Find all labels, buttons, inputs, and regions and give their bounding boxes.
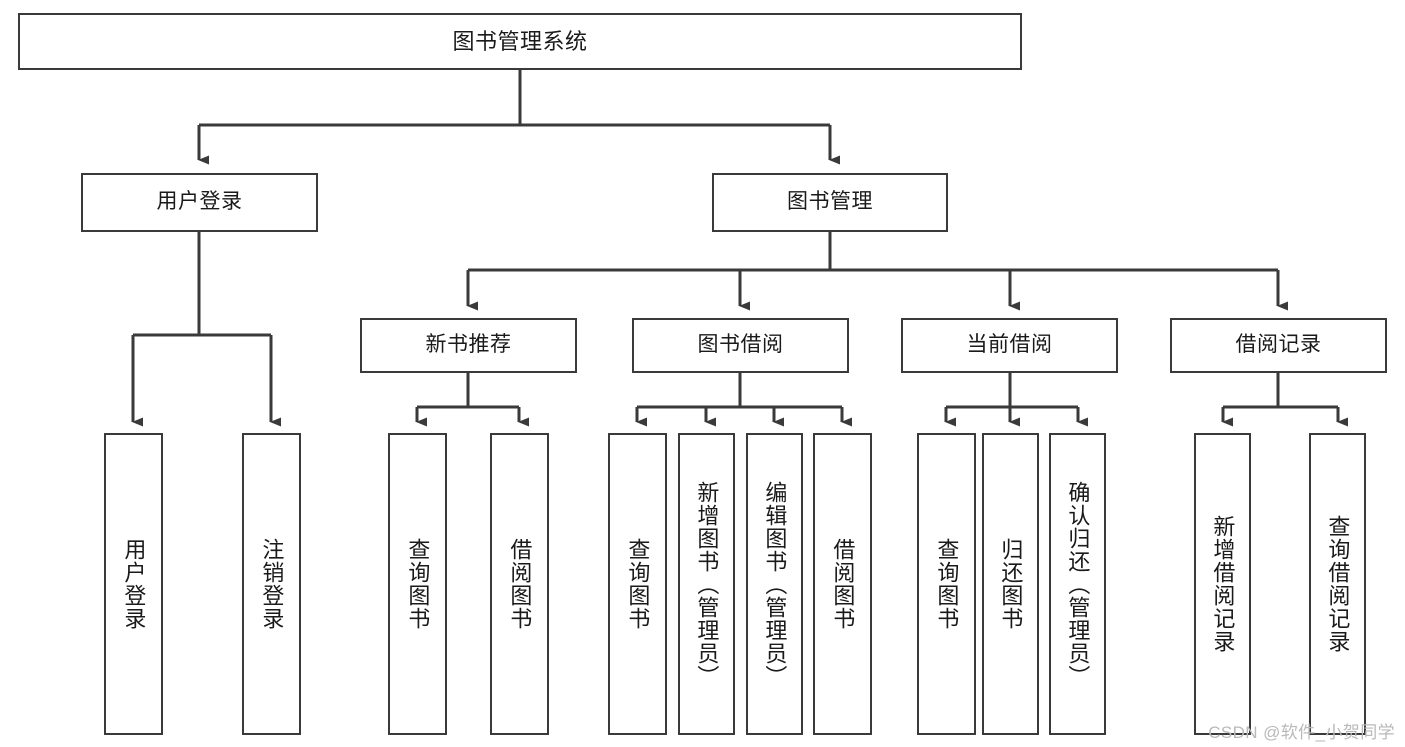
leaf-user-login-login[interactable]: 用户登录 xyxy=(104,433,163,735)
leaf-book-borrow-edit[interactable]: 编辑图书（管理员） xyxy=(746,433,803,735)
leaf-borrow-record-add[interactable]: 新增借阅记录 xyxy=(1194,433,1251,735)
node-current-borrow[interactable]: 当前借阅 xyxy=(901,318,1118,373)
leaf-current-borrow-confirm[interactable]: 确认归还（管理员） xyxy=(1049,433,1106,735)
node-label: 确认归还（管理员） xyxy=(1065,480,1091,688)
node-new-book-recommend[interactable]: 新书推荐 xyxy=(360,318,577,373)
node-label: 图书管理 xyxy=(787,190,873,214)
leaf-borrow-record-query[interactable]: 查询借阅记录 xyxy=(1309,433,1366,735)
node-label: 借阅图书 xyxy=(830,538,856,630)
node-borrow-record[interactable]: 借阅记录 xyxy=(1170,318,1387,373)
node-label: 新增图书（管理员） xyxy=(694,480,720,688)
node-label: 用户登录 xyxy=(156,190,243,214)
leaf-current-borrow-query[interactable]: 查询图书 xyxy=(917,433,976,735)
node-root-system[interactable]: 图书管理系统 xyxy=(18,13,1022,70)
leaf-book-borrow-borrow[interactable]: 借阅图书 xyxy=(813,433,872,735)
node-label: 归还图书 xyxy=(998,538,1024,630)
node-label: 查询图书 xyxy=(405,538,431,630)
node-label: 新增借阅记录 xyxy=(1210,515,1236,653)
leaf-new-book-query[interactable]: 查询图书 xyxy=(388,433,447,735)
node-label: 借阅记录 xyxy=(1235,333,1322,357)
leaf-new-book-borrow[interactable]: 借阅图书 xyxy=(490,433,549,735)
leaf-user-login-logout[interactable]: 注销登录 xyxy=(242,433,301,735)
node-label: 图书管理系统 xyxy=(452,28,588,54)
node-user-login[interactable]: 用户登录 xyxy=(81,173,318,232)
node-book-borrow[interactable]: 图书借阅 xyxy=(632,318,849,373)
node-label: 查询图书 xyxy=(625,538,651,630)
node-label: 借阅图书 xyxy=(507,538,533,630)
node-book-management[interactable]: 图书管理 xyxy=(712,173,948,232)
csdn-watermark: CSDN @软件_小贺同学 xyxy=(1208,723,1395,742)
node-label: 当前借阅 xyxy=(966,333,1053,357)
node-label: 用户登录 xyxy=(121,538,147,630)
node-label: 编辑图书（管理员） xyxy=(762,480,788,688)
node-label: 新书推荐 xyxy=(425,333,512,357)
node-label: 图书借阅 xyxy=(697,333,784,357)
node-label: 注销登录 xyxy=(259,538,285,630)
node-label: 查询图书 xyxy=(934,538,960,630)
leaf-current-borrow-return[interactable]: 归还图书 xyxy=(982,433,1039,735)
leaf-book-borrow-add[interactable]: 新增图书（管理员） xyxy=(678,433,735,735)
node-label: 查询借阅记录 xyxy=(1325,515,1351,653)
leaf-book-borrow-query[interactable]: 查询图书 xyxy=(608,433,667,735)
